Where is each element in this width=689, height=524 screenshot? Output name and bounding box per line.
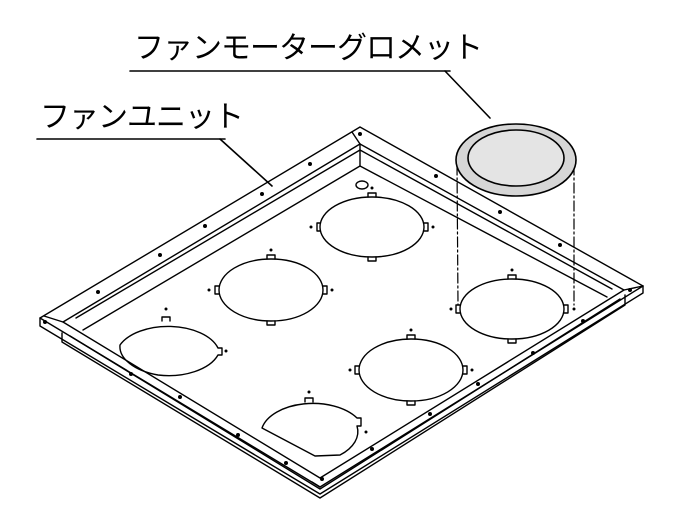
projection-lines xyxy=(456,164,575,306)
grommet-inner-face xyxy=(467,129,565,187)
fan-unit-label: ファンユニット xyxy=(40,100,244,135)
fan-opening-5 xyxy=(354,334,468,406)
tray-bottom-flange xyxy=(61,294,626,499)
fan-opening-1 xyxy=(316,192,429,262)
drain-hole xyxy=(355,180,369,190)
fan-opening-6 xyxy=(261,397,362,457)
grommet-leader xyxy=(129,70,491,119)
grommet-label: ファンモーターグロメット xyxy=(134,31,483,66)
unit-leader xyxy=(36,138,273,187)
cutout-dots xyxy=(164,186,576,434)
fan-opening-4 xyxy=(455,274,569,344)
tray-rim-inner xyxy=(62,143,625,479)
fan-opening-3 xyxy=(119,316,223,377)
fan-opening-2 xyxy=(214,254,328,326)
fan-unit-tray xyxy=(39,126,644,499)
fan-motor-grommet xyxy=(455,123,577,197)
rim-holes xyxy=(43,132,632,481)
